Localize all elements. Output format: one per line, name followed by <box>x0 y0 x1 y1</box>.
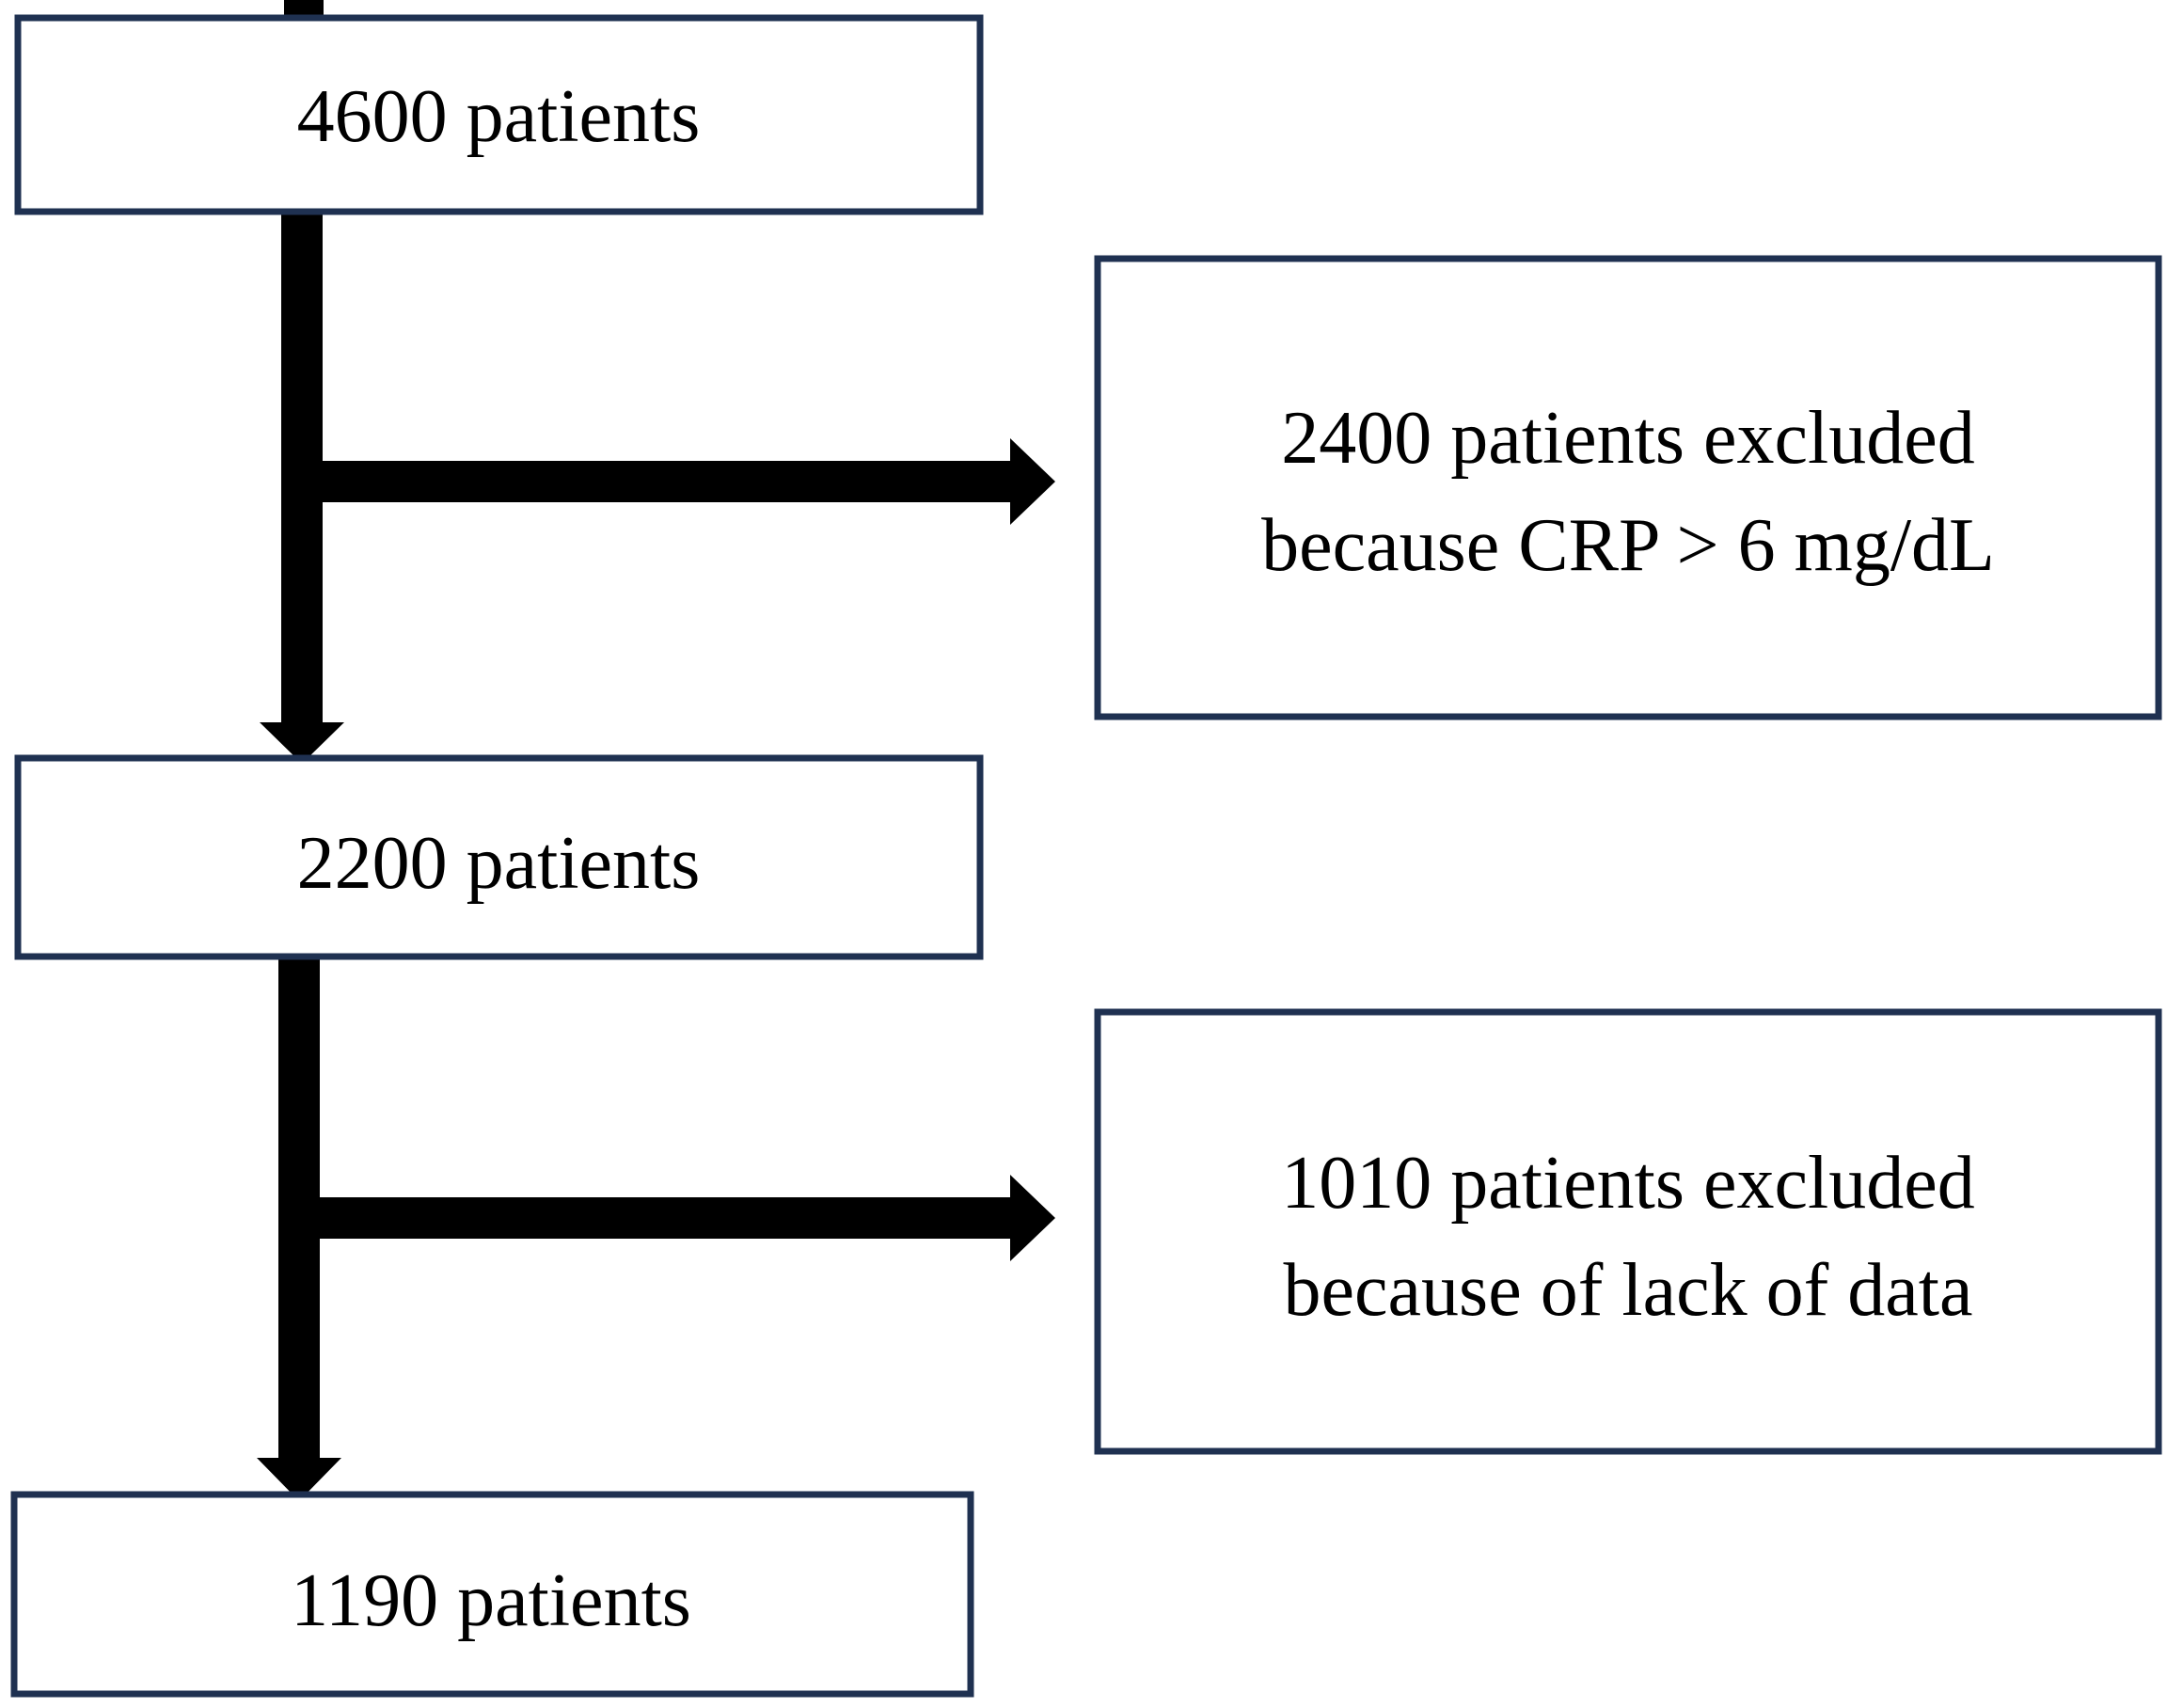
box-exclusion-2: 1010 patients excluded because of lack o… <box>1094 1008 2162 1455</box>
box-exclusion-1-line-1: 2400 patients excluded <box>1281 397 1975 480</box>
box-exclusion-2-line-2: because of lack of data <box>1284 1249 1973 1332</box>
arrow-to-exclusion-2-head <box>1010 1175 1055 1261</box>
arrow-to-exclusion-1-shaft <box>302 461 1014 502</box>
box-final: 1190 patients <box>10 1491 974 1698</box>
box-exclusion-1-line-2: because CRP > 6 mg/dL <box>1261 504 1995 587</box>
arrow-to-exclusion-2-shaft <box>299 1197 1014 1239</box>
box-exclusion-1: 2400 patients excluded because CRP > 6 m… <box>1094 255 2162 720</box>
box-start-line-1: 4600 patients <box>297 75 701 158</box>
box-start: 4600 patients <box>14 14 984 215</box>
arrow-to-exclusion-1-head <box>1010 438 1055 525</box>
box-middle: 2200 patients <box>14 754 984 960</box>
arrow-middle-to-final-head <box>257 1458 341 1501</box>
arrow-start-to-middle-head <box>260 722 344 764</box>
box-final-line-1: 1190 patients <box>291 1559 691 1642</box>
box-exclusion-2-line-1: 1010 patients excluded <box>1281 1142 1975 1225</box>
box-middle-line-1: 2200 patients <box>297 822 701 905</box>
